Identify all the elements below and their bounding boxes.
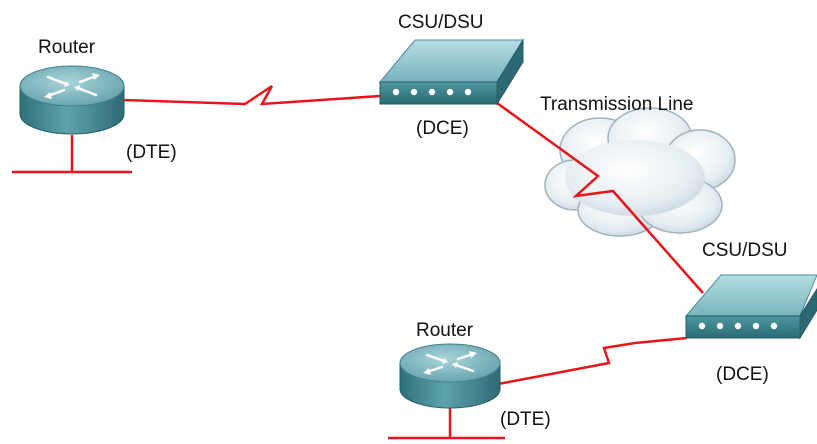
csu-dsu-icon: [684, 274, 817, 340]
port-dots: [698, 322, 778, 330]
transmission-line-label: Transmission Line: [540, 94, 693, 115]
router-bottom-label: Router: [416, 320, 474, 341]
router-icon: [399, 343, 501, 409]
dte-top-label: (DTE): [126, 142, 177, 163]
lightning-bolt-link-bottom: [497, 336, 688, 386]
serial-links: [12, 84, 704, 440]
port-dots: [392, 88, 472, 96]
router-top-label: Router: [38, 37, 96, 58]
dce-top-label: (DCE): [416, 118, 469, 139]
cloud-icon: [544, 107, 736, 237]
dce-bottom-label: (DCE): [716, 364, 769, 385]
lightning-bolt-link-cloud: [496, 101, 704, 294]
dte-bottom-label: (DTE): [500, 409, 551, 430]
router-icon: [19, 65, 125, 135]
csu-dsu-top-label: CSU/DSU: [398, 12, 484, 33]
csu-dsu-icon: [378, 38, 524, 106]
csu-dsu-bottom-label: CSU/DSU: [702, 240, 788, 261]
lightning-bolt-link-top: [121, 84, 381, 106]
